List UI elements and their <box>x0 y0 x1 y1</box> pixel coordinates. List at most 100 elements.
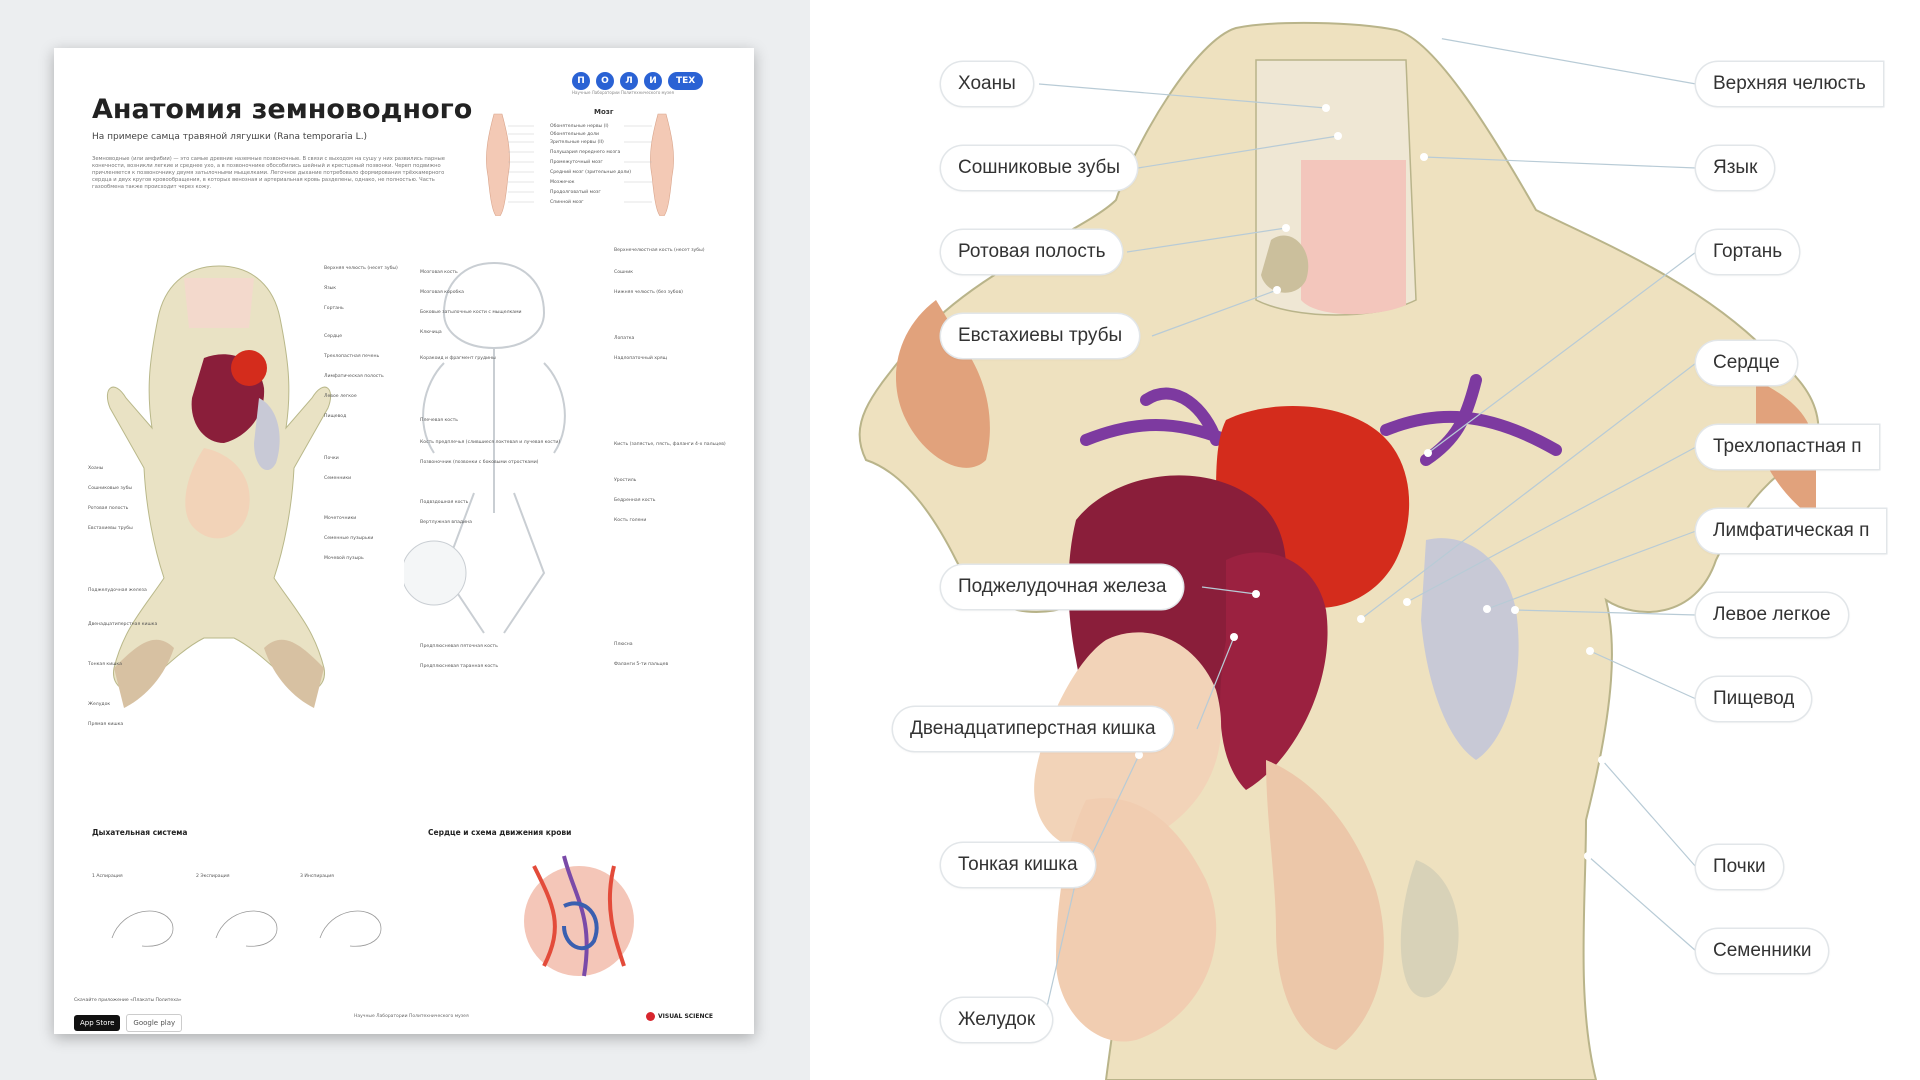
app-download-text: Скачайте приложение «Плакаты Политеха» <box>74 998 182 1003</box>
zoom-label-kidneys: Почки <box>1696 845 1783 889</box>
logo-letter: И <box>644 72 662 90</box>
frog-dissection-illustration <box>106 265 332 708</box>
poster-subtitle: На примере самца травяной лягушки (Rana … <box>92 132 368 142</box>
zoom-label-pancreas: Поджелудочная железа <box>941 565 1184 609</box>
frog-label-left: Желудок <box>88 702 111 707</box>
zoom-label-oral-cavity: Ротовая полость <box>941 230 1123 274</box>
skeleton-label-right: Кисть (запястье, пясть, фаланги 4-х паль… <box>614 442 726 447</box>
zoom-label-small-intestine: Тонкая кишка <box>941 843 1095 887</box>
frog-label-left: Ротовая полость <box>88 506 129 511</box>
leader-lines <box>1038 37 1697 1021</box>
zoom-label-heart: Сердце <box>1696 341 1797 385</box>
frog-label-right: Семенники <box>324 476 352 481</box>
skeleton-label-right: Кость голени <box>614 518 647 523</box>
respiratory-step: 2 Экспирация <box>196 874 230 879</box>
footer-center-text: Научные Лаборатории Политехнического муз… <box>354 1014 469 1019</box>
panel-divider <box>810 0 816 1080</box>
frog-label-right: Гортань <box>324 306 344 311</box>
respiratory-title: Дыхательная система <box>92 828 188 837</box>
skeleton-label-right: Уростиль <box>614 478 637 483</box>
brain-label: Обонятельные доли <box>550 132 599 137</box>
skeleton-label-right: Плюсна <box>614 642 633 647</box>
respiratory-step: 3 Инспирация <box>300 874 334 879</box>
poster-description: Земноводные (или амфибии) — это самые др… <box>92 156 445 190</box>
zoom-label-left-lung: Левое легкое <box>1696 593 1848 637</box>
skeleton-label-left: Предплюсневая таранная кость <box>420 664 499 669</box>
frog-label-right: Лимфатическая полость <box>324 374 384 379</box>
frog-label-right: Трехлопастная печень <box>324 354 380 359</box>
zoom-label-tongue: Язык <box>1696 146 1775 190</box>
app-store-badge[interactable]: App Store <box>74 1015 121 1031</box>
frog-label-right: Левое легкое <box>324 394 357 399</box>
frog-label-right: Почки <box>324 456 339 461</box>
brain-label: Полушария переднего мозга <box>550 150 621 155</box>
brain-diagram <box>486 113 674 216</box>
heart-title: Сердце и схема движения крови <box>428 828 572 837</box>
frog-label-right: Пищевод <box>324 414 347 419</box>
zoom-label-liver: Трехлопастная п <box>1696 425 1879 469</box>
zoom-label-vomerine-teeth: Сошниковые зубы <box>941 146 1138 190</box>
zoomed-frog-illustration <box>858 21 1820 1080</box>
frog-label-right: Язык <box>324 286 337 291</box>
frog-skeleton-illustration <box>404 261 566 634</box>
brand-name: VISUAL SCIENCE <box>658 1013 714 1020</box>
frog-label-right: Верхняя челюсть (несет зубы) <box>324 266 398 271</box>
zoom-label-larynx: Гортань <box>1696 230 1800 274</box>
frog-label-left: Хоаны <box>88 466 104 471</box>
visual-science-dot-icon <box>646 1012 655 1021</box>
skeleton-label-right: Лопатка <box>614 336 635 341</box>
frog-label-right: Мочеточники <box>324 516 357 521</box>
frog-label-left: Сошниковые зубы <box>88 486 133 491</box>
skeleton-label-left: Боковые затылочные кости с мыщелками <box>420 310 522 315</box>
skeleton-label-left: Плечевая кость <box>420 418 458 423</box>
skeleton-label-left: Предплюсневая пяточная кость <box>420 644 498 649</box>
brain-title: Мозг <box>594 108 614 116</box>
brain-label: Обонятельные нервы (I) <box>550 124 609 129</box>
frog-label-left: Евстахиевы трубы <box>88 526 133 531</box>
heart-diagram <box>524 855 634 977</box>
brain-label: Продолговатый мозг <box>550 190 601 195</box>
frog-label-left: Поджелудочная железа <box>88 588 147 593</box>
zoom-label-esophagus: Пищевод <box>1696 677 1812 721</box>
brain-label: Спинной мозг <box>550 200 584 205</box>
skeleton-label-right: Сошник <box>614 270 633 275</box>
skeleton-label-left: Позвоночник (позвонки с боковыми отростк… <box>420 460 539 465</box>
frog-label-left: Прямая кишка <box>88 722 124 727</box>
brain-label: Промежуточный мозг <box>550 160 603 165</box>
frog-label-right: Сердце <box>324 334 343 339</box>
skeleton-label-left: Ключица <box>420 330 442 335</box>
respiratory-step: 1 Аспирация <box>92 874 123 879</box>
skeleton-label-right: Нижняя челюсть (без зубов) <box>614 290 683 295</box>
frog-label-left: Двенадцатиперстная кишка <box>88 622 158 627</box>
zoom-label-testes: Семенники <box>1696 929 1829 973</box>
respiratory-diagrams <box>111 910 382 947</box>
logo-tex: ТЕХ <box>668 72 704 90</box>
logo-letter: О <box>596 72 614 90</box>
poster-title: Анатомия земноводного <box>92 94 473 125</box>
zoom-label-duodenum: Двенадцатиперстная кишка <box>893 707 1173 751</box>
zoom-label-upper-jaw: Верхняя челюсть <box>1696 62 1883 106</box>
skeleton-label-left: Коракоид и фрагмент грудины <box>420 356 496 361</box>
skeleton-label-left: Мозговая коробка <box>420 290 464 295</box>
store-badges: App Store Google play <box>74 1010 188 1032</box>
skeleton-label-left: Подвздошная кость <box>420 500 469 505</box>
zoom-label-eustachian-tubes: Евстахиевы трубы <box>941 314 1140 358</box>
skeleton-label-right: Бедренная кость <box>614 498 656 503</box>
frog-label-right: Семенные пузырьки <box>324 536 374 541</box>
brain-label: Мозжечок <box>550 180 575 185</box>
skeleton-label-left: Мозговая кость <box>420 270 458 275</box>
skeleton-label-right: Фаланги 5-ти пальцев <box>614 662 669 667</box>
zoom-label-stomach: Желудок <box>941 998 1053 1042</box>
skeleton-label-right: Надлопаточный хрящ <box>614 356 668 361</box>
skeleton-label-left: Вертлужная впадина <box>420 520 472 525</box>
google-play-badge[interactable]: Google play <box>126 1014 183 1032</box>
logo-letter: П <box>572 72 590 90</box>
brain-label: Средний мозг (зрительные доли) <box>550 170 632 175</box>
visual-science-logo: VISUAL SCIENCE <box>646 1012 713 1021</box>
zoom-label-choanae: Хоаны <box>941 62 1033 106</box>
zoom-label-lymphatic: Лимфатическая п <box>1696 509 1887 553</box>
brain-label: Зрительные нервы (II) <box>550 140 604 145</box>
frog-label-right: Мочевой пузырь <box>324 556 364 561</box>
